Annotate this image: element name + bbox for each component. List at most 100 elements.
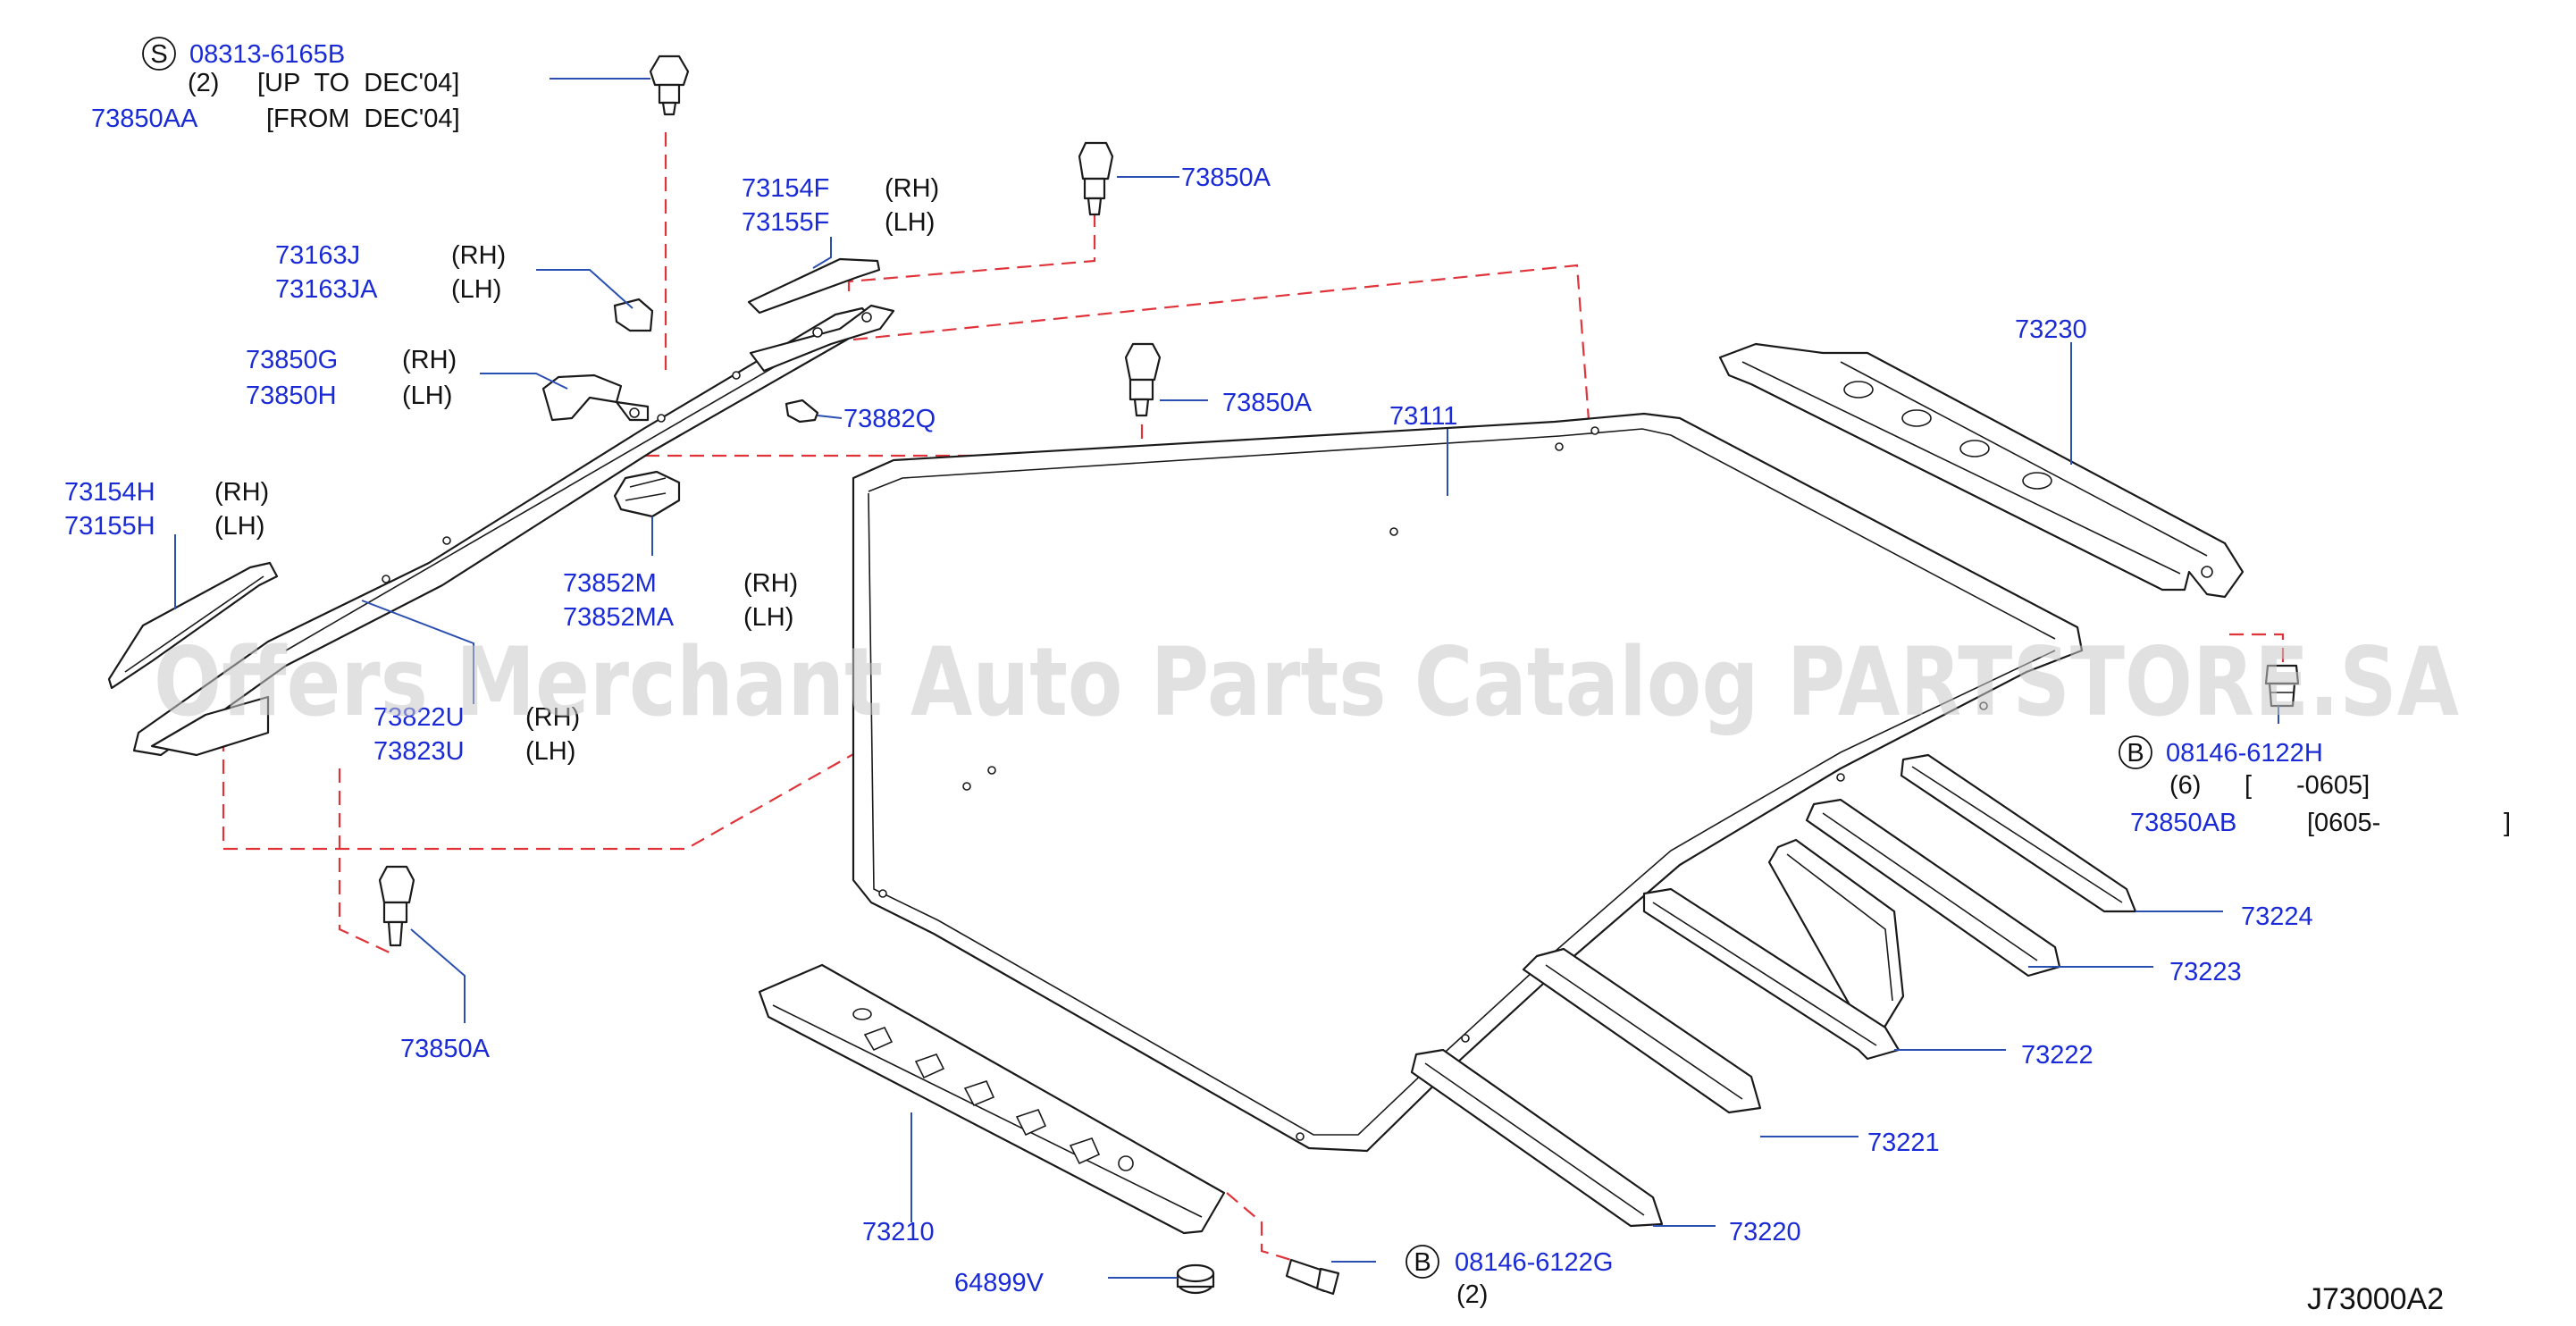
circle-letter: B (2127, 739, 2144, 768)
circle-letter: S (150, 40, 167, 69)
rh-label: (RH) (743, 569, 798, 598)
quantity: (2) (1456, 1280, 1488, 1309)
part-number-lh: 73850H (246, 382, 337, 410)
clip-73882Q (785, 399, 819, 424)
circle-marker (2119, 735, 2152, 769)
callout-73111: 73111 (1389, 402, 1457, 431)
lh-label: (LH) (525, 737, 575, 766)
clip-73850A-mid (1124, 342, 1162, 417)
part-number-rh: 73154F (742, 174, 829, 203)
callout-73222: 73222 (2021, 1041, 2094, 1070)
diagram-code: J73000A2 (2307, 1282, 2444, 1316)
callout-73223: 73223 (2169, 958, 2242, 986)
callout-73850A-mid: 73850A (1222, 389, 1313, 417)
bracket-73852M (613, 470, 681, 518)
callout-73822U: 73822U (RH) 73823U (LH) (373, 703, 580, 766)
part-number-rh: 73822U (373, 703, 465, 732)
circle-marker (1405, 1245, 1439, 1279)
callout-73154F: 73154F (RH) 73155F (LH) (742, 174, 939, 237)
part-number-lh: 73163JA (275, 275, 378, 304)
lh-label: (LH) (743, 603, 793, 632)
cover-73163J (613, 298, 654, 332)
roof-bows (1410, 753, 2137, 1228)
rh-label: (RH) (214, 478, 269, 507)
bolt-08146-6122G (1285, 1258, 1340, 1296)
lh-label: (LH) (885, 208, 935, 237)
part-number: 73111 (1389, 402, 1457, 431)
part-number: 08146-6122G (1455, 1248, 1613, 1277)
part-number: 73850A (1181, 164, 1271, 192)
callout-73224: 73224 (2241, 902, 2313, 931)
rh-label: (RH) (451, 241, 506, 270)
callout-73852M: 73852M (RH) 73852MA (LH) (563, 569, 798, 632)
callout-73163J: 73163J (RH) 73163JA (LH) (275, 241, 506, 304)
part-number-lh: 73823U (373, 737, 465, 766)
callout-73882Q: 73882Q (843, 405, 936, 433)
lh-label: (LH) (402, 382, 452, 410)
clip-73850A-top (1078, 141, 1114, 216)
plug-64899V (1176, 1263, 1215, 1295)
watermark: Offers Merchant Auto Parts Catalog PARTS… (154, 627, 2459, 737)
note-close: ] (2504, 809, 2511, 837)
part-number-rh: 73852M (563, 569, 657, 598)
part-number: 73220 (1729, 1218, 1801, 1246)
circle-marker (142, 37, 176, 71)
callout-73220: 73220 (1729, 1218, 1801, 1246)
note: [UP TO DEC'04] (257, 69, 459, 97)
part-number: 08313-6165B (189, 40, 345, 69)
roof-panel-73111 (852, 412, 2084, 1153)
callout-08146-6122G: B 08146-6122G (2) (1405, 1245, 1613, 1309)
part-number-rh: 73163J (275, 241, 360, 270)
part-number: 73850AB (2130, 809, 2236, 837)
rh-label: (RH) (885, 174, 939, 203)
note: [FROM DEC'04] (266, 105, 460, 133)
part-number: 64899V (954, 1269, 1045, 1297)
note-value: -0605] (2296, 771, 2370, 800)
callout-73230: 73230 (2015, 315, 2087, 344)
part-number: 73850AA (91, 105, 198, 133)
callout-73850A-low: 73850A (400, 1035, 491, 1063)
part-number: 73224 (2241, 902, 2313, 931)
part-number: 73850A (1222, 389, 1313, 417)
rear-roof-rail-73230 (1718, 342, 2245, 599)
quantity: (2) (188, 69, 219, 97)
part-number-lh: 73155F (742, 208, 829, 237)
callout-08313-6165B: S 08313-6165B (2) [UP TO DEC'04] 73850AA… (91, 37, 460, 133)
callout-73154H: 73154H (RH) 73155H (LH) (64, 478, 269, 541)
callout-73850A-top: 73850A (1181, 164, 1271, 192)
part-number-lh: 73852MA (563, 603, 675, 632)
quantity: (6) (2169, 771, 2201, 800)
rh-label: (RH) (525, 703, 580, 732)
clip-08146-6122H (2264, 664, 2300, 708)
part-number: 73223 (2169, 958, 2242, 986)
part-number-rh: 73850G (246, 346, 338, 374)
front-roof-rail-73210 (758, 963, 1226, 1235)
part-number: 73221 (1867, 1129, 1940, 1157)
part-number: 08146-6122H (2166, 739, 2323, 768)
note-open: [0605- (2307, 809, 2380, 837)
callout-64899V: 64899V (954, 1269, 1045, 1297)
side-moulding-73154H (107, 561, 279, 690)
part-number: 73210 (862, 1218, 935, 1246)
lh-label: (LH) (214, 512, 264, 541)
callout-08146-6122H: B 08146-6122H (6) [ -0605] 73850AB [0605… (2119, 735, 2511, 837)
side-moulding-73154F (747, 257, 881, 315)
clip-73850A-low (378, 865, 415, 947)
part-number: 73850A (400, 1035, 491, 1063)
lh-label: (LH) (451, 275, 501, 304)
rh-label: (RH) (402, 346, 457, 374)
callout-73850G: 73850G (RH) 73850H (LH) (246, 346, 457, 410)
roof-side-rail (132, 304, 895, 757)
circle-letter: B (1414, 1248, 1431, 1277)
part-number: 73222 (2021, 1041, 2094, 1070)
note-open: [ (2245, 771, 2252, 800)
part-number-lh: 73155H (64, 512, 155, 541)
callout-73210: 73210 (862, 1218, 935, 1246)
leader-lines (174, 78, 2279, 1279)
clip-08313-6165B (649, 55, 690, 116)
callout-73221: 73221 (1867, 1129, 1940, 1157)
part-number: 73882Q (843, 405, 936, 433)
part-number: 73230 (2015, 315, 2087, 344)
part-number-rh: 73154H (64, 478, 155, 507)
